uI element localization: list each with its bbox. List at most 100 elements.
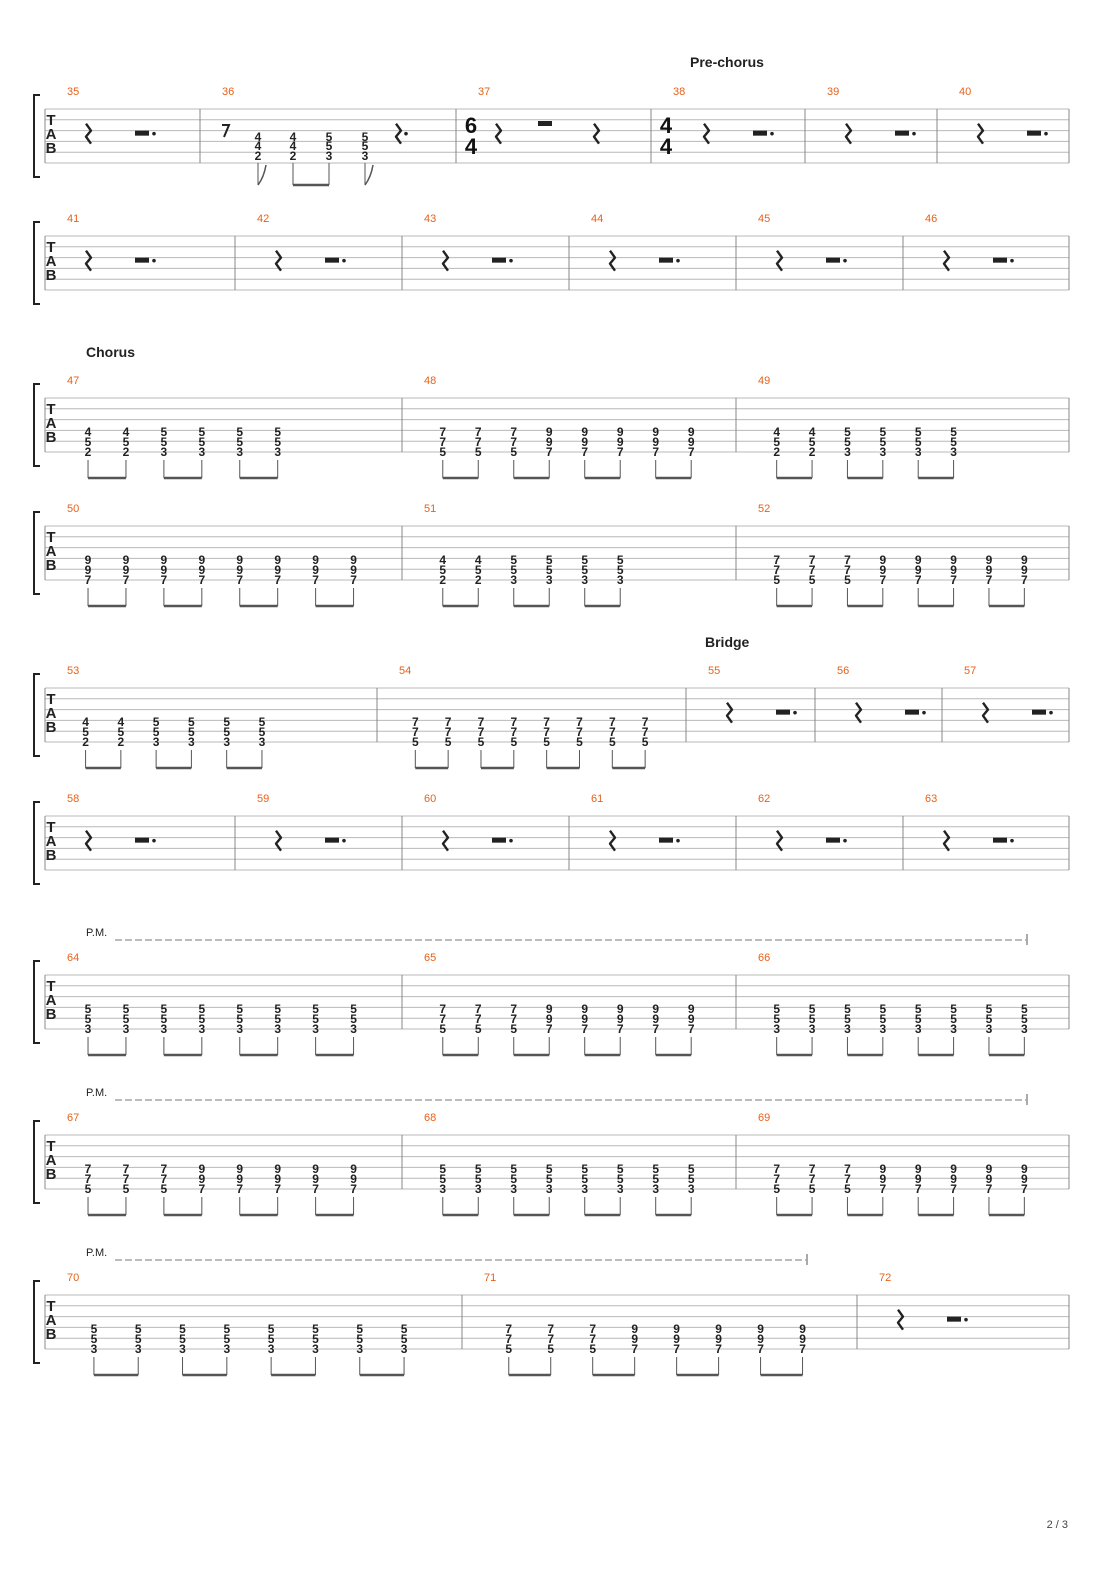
measure: 58 <box>67 793 156 852</box>
rest-dot <box>912 131 916 136</box>
fret-number: 9 <box>986 1172 993 1186</box>
fret-number: 5 <box>950 435 957 449</box>
fret-number: 9 <box>757 1322 764 1336</box>
fret-number: 5 <box>135 1322 142 1336</box>
rest-dot <box>922 710 926 715</box>
fret-number: 3 <box>617 573 624 587</box>
fret-number: 4 <box>475 553 482 567</box>
fret-number: 5 <box>475 1022 482 1036</box>
fret-number: 9 <box>950 1162 957 1176</box>
fret-number: 5 <box>844 435 851 449</box>
fret-number: 9 <box>236 563 243 577</box>
fret-number: 9 <box>631 1332 638 1346</box>
system-bracket <box>33 1120 40 1204</box>
half-rest <box>325 837 339 843</box>
fret-number: 9 <box>688 435 695 449</box>
fret-number: 5 <box>879 1002 886 1016</box>
fret-number: 5 <box>773 573 780 587</box>
half-rest <box>826 257 840 263</box>
fret-number: 5 <box>161 425 168 439</box>
tab-clef-letter: A <box>46 1152 57 1169</box>
fret-number: 5 <box>356 1322 363 1336</box>
fret-number: 4 <box>290 139 297 153</box>
fret-number: 5 <box>617 1172 624 1186</box>
fret-number: 5 <box>879 1012 886 1026</box>
fret-number: 4 <box>85 425 92 439</box>
fret-number: 9 <box>85 553 92 567</box>
fret-number: 5 <box>915 1012 922 1026</box>
fret-number: 9 <box>236 1172 243 1186</box>
fret-number: 9 <box>631 1322 638 1336</box>
fret-number: 9 <box>274 563 281 577</box>
half-rest <box>1027 130 1041 136</box>
fret-number: 9 <box>236 1162 243 1176</box>
fret-number: 5 <box>85 1182 92 1196</box>
fret-number: 5 <box>161 435 168 449</box>
rest-dot <box>793 710 797 715</box>
fret-number: 7 <box>445 725 452 739</box>
fret-number: 5 <box>581 563 588 577</box>
measure: 42 <box>257 213 346 272</box>
measure: 60 <box>424 793 513 852</box>
fret-number: 3 <box>401 1342 408 1356</box>
fret-number: 2 <box>85 445 92 459</box>
half-rest <box>895 130 909 136</box>
measure: 46 <box>925 213 1014 272</box>
measure-number: 57 <box>964 665 976 677</box>
fret-number: 5 <box>581 553 588 567</box>
measure-number: 72 <box>879 1272 891 1284</box>
fret-number: 5 <box>401 1332 408 1346</box>
fret-number: 3 <box>986 1022 993 1036</box>
fret-number: 5 <box>312 1002 319 1016</box>
fret-number: 5 <box>576 735 583 749</box>
fret-number: 9 <box>986 1162 993 1176</box>
fret-number: 7 <box>576 715 583 729</box>
fret-number: 7 <box>439 1002 446 1016</box>
fret-number: 5 <box>546 553 553 567</box>
fret-number: 5 <box>356 1332 363 1346</box>
fret-number: 4 <box>290 130 297 144</box>
fret-number: 3 <box>326 149 333 163</box>
measure-number: 39 <box>827 86 839 98</box>
fret-number: 5 <box>135 1332 142 1346</box>
fret-number: 2 <box>118 735 125 749</box>
measure: 61 <box>591 793 680 852</box>
tab-clef-letter: T <box>46 691 55 708</box>
fret-number: 3 <box>356 1342 363 1356</box>
quarter-rest <box>274 249 283 272</box>
fret-number: 5 <box>809 1002 816 1016</box>
fret-number: 9 <box>546 1002 553 1016</box>
fret-number: 7 <box>757 1342 764 1356</box>
fret-number: 9 <box>688 1012 695 1026</box>
fret-number: 3 <box>259 735 266 749</box>
measure-number: 58 <box>67 793 79 805</box>
rest-dot <box>509 258 513 263</box>
fret-number: 9 <box>950 553 957 567</box>
rest-dot <box>676 838 680 843</box>
fret-number: 9 <box>1021 1172 1028 1186</box>
fret-number: 7 <box>773 1162 780 1176</box>
tab-clef-letter: T <box>46 1298 55 1315</box>
quarter-rest <box>441 249 450 272</box>
quarter-rest <box>854 701 863 724</box>
fret-number: 7 <box>715 1342 722 1356</box>
fret-number: 5 <box>153 715 160 729</box>
fret-number: 5 <box>274 425 281 439</box>
fret-number: 5 <box>915 435 922 449</box>
fret-number: 9 <box>915 563 922 577</box>
measure-number: 38 <box>673 86 685 98</box>
half-rest <box>659 257 673 263</box>
fret-number: 7 <box>844 1162 851 1176</box>
fret-number: 7 <box>475 1012 482 1026</box>
fret-number: 3 <box>809 1022 816 1036</box>
quarter-rest <box>942 249 951 272</box>
fret-number: 5 <box>475 563 482 577</box>
fret-number: 5 <box>543 735 550 749</box>
fret-number: 5 <box>198 1012 205 1026</box>
fret-number: 4 <box>118 715 125 729</box>
tab-clef-letter: A <box>46 543 57 560</box>
fret-number: 7 <box>879 1182 886 1196</box>
